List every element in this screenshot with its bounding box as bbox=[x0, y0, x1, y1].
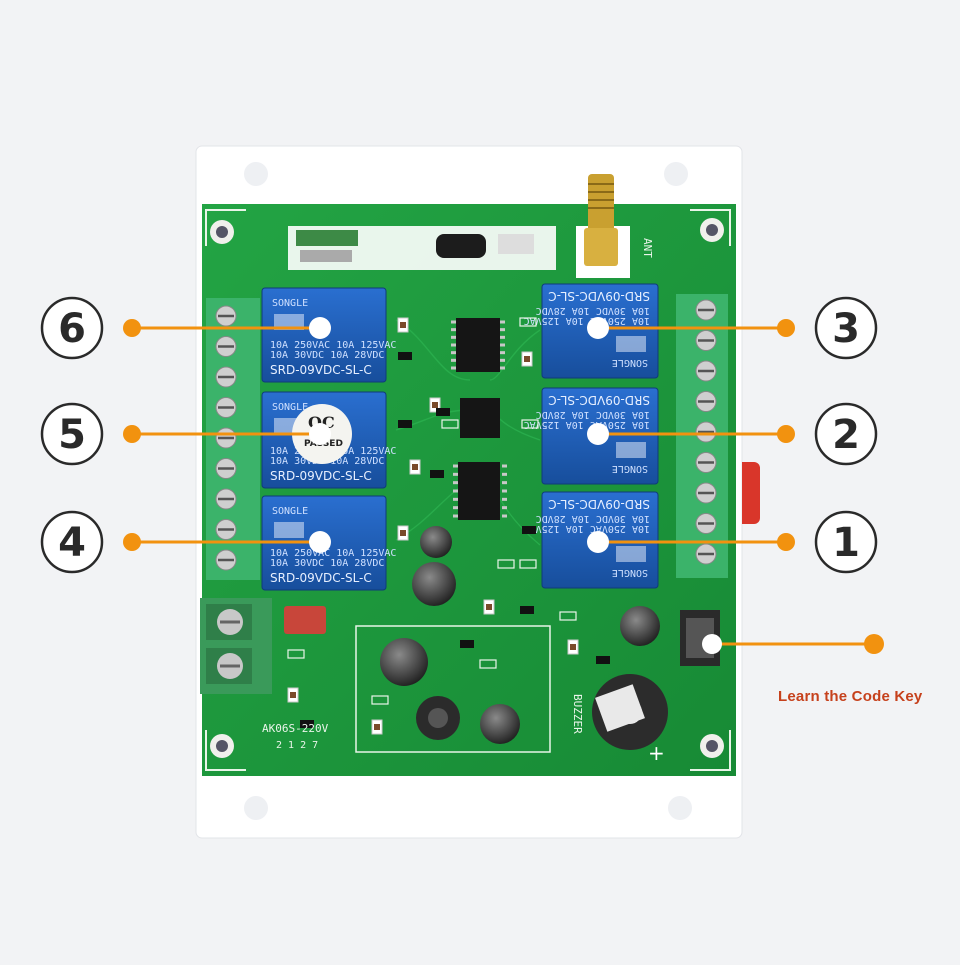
callout-number-circle bbox=[40, 510, 104, 574]
callout-target-dot bbox=[309, 531, 331, 553]
callout-number-circle bbox=[814, 296, 878, 360]
relay-rating: 10A 30VDC 10A 28VDC bbox=[270, 558, 384, 569]
callout-number-circle bbox=[40, 296, 104, 360]
callout-number: 2 bbox=[832, 412, 860, 458]
callout-end-dot bbox=[777, 533, 795, 551]
antenna-connector: ANT bbox=[576, 174, 654, 278]
power-terminal bbox=[200, 598, 272, 694]
relay-model: SRD-09VDC-SL-C bbox=[270, 469, 372, 483]
relay-model: SRD-09VDC-SL-C bbox=[548, 289, 650, 303]
learn-key-target-dot bbox=[702, 634, 722, 654]
callout-number-circle bbox=[814, 402, 878, 466]
svg-text:2 1 2 7: 2 1 2 7 bbox=[276, 740, 318, 751]
callout-end-dot bbox=[777, 319, 795, 337]
relay-rating: 10A 30VDC 10A 28VDC bbox=[536, 409, 650, 420]
learn-key-end-dot bbox=[864, 634, 884, 654]
side-clip bbox=[742, 462, 760, 524]
fuse bbox=[284, 606, 326, 634]
ant-label: ANT bbox=[641, 238, 654, 258]
buzzer-label: BUZZER bbox=[571, 694, 584, 734]
relay-model: SRD-09VDC-SL-C bbox=[270, 571, 372, 585]
rf-module bbox=[288, 226, 556, 270]
relay-model: SRD-09VDC-SL-C bbox=[548, 393, 650, 407]
callout-number: 5 bbox=[58, 412, 86, 458]
smd-components bbox=[287, 317, 610, 735]
relay-rating: 10A 250VAC 10A 125VAC bbox=[524, 419, 650, 430]
power-section-outline bbox=[355, 625, 551, 753]
callout-number-circle bbox=[40, 402, 104, 466]
relay-brand: SONGLE bbox=[612, 357, 648, 368]
callout-end-dot bbox=[123, 425, 141, 443]
relay-rating: 10A 250VAC 10A 125VAC bbox=[524, 523, 650, 534]
callout-number: 4 bbox=[58, 520, 86, 566]
relay-brand: SONGLE bbox=[612, 567, 648, 578]
callout-end-dot bbox=[777, 425, 795, 443]
relay-rating: 10A 250VAC 10A 125VAC bbox=[270, 340, 396, 351]
learn-the-code-key-label: Learn the Code Key bbox=[778, 688, 923, 705]
callout-target-dot bbox=[309, 317, 331, 339]
callout-target-dot bbox=[587, 423, 609, 445]
callouts: 6 5 4 3 2 1 bbox=[40, 296, 884, 654]
relay-brand: SONGLE bbox=[612, 463, 648, 474]
callout-end-dot bbox=[123, 533, 141, 551]
relay-brand: SONGLE bbox=[272, 402, 308, 413]
callout-target-dot bbox=[587, 531, 609, 553]
callout-end-dot bbox=[123, 319, 141, 337]
relay-rating: 10A 250VAC 10A 125VAC bbox=[270, 548, 396, 559]
callout-number: 1 bbox=[832, 520, 860, 566]
callout-target-dot bbox=[587, 317, 609, 339]
capacitors bbox=[380, 526, 660, 744]
relay-brand: SONGLE bbox=[272, 506, 308, 517]
relay-rating: 10A 30VDC 10A 28VDC bbox=[536, 513, 650, 524]
relay-brand: SONGLE bbox=[272, 298, 308, 309]
model-label: AK06S-220V bbox=[262, 722, 329, 735]
buzzer: + BUZZER bbox=[571, 674, 668, 765]
callout-number: 6 bbox=[58, 306, 86, 352]
relay-rating: 10A 30VDC 10A 28VDC bbox=[536, 305, 650, 316]
ics bbox=[451, 318, 507, 520]
mounting-holes bbox=[210, 218, 724, 758]
terminal-block-left bbox=[206, 298, 260, 580]
terminal-block-right bbox=[676, 294, 728, 578]
relay-model: SRD-09VDC-SL-C bbox=[270, 363, 372, 377]
callout-target-dot bbox=[309, 423, 331, 445]
svg-text:+: + bbox=[648, 741, 665, 765]
callout-number-circle bbox=[814, 510, 878, 574]
relay-rating: 10A 250VAC 10A 125VAC bbox=[524, 315, 650, 326]
callout-number: 3 bbox=[832, 306, 860, 352]
relay-rating: 10A 30VDC 10A 28VDC bbox=[270, 350, 384, 361]
relay-model: SRD-09VDC-SL-C bbox=[548, 497, 650, 511]
